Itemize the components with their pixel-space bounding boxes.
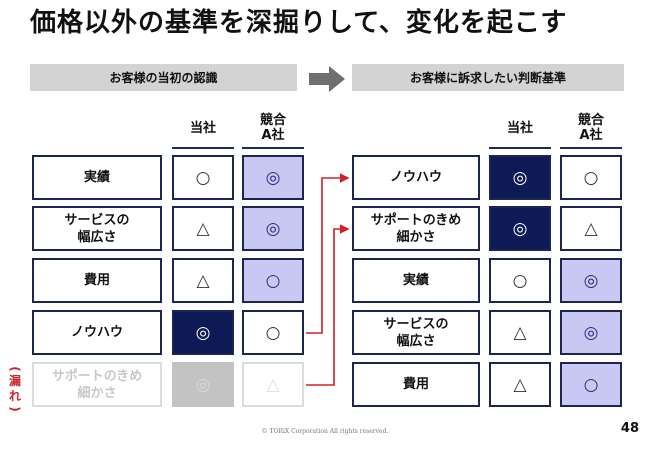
right-rival-underline bbox=[560, 147, 622, 149]
left-row-self-cell: ◎ bbox=[172, 310, 234, 355]
knowhow-connector-arrow bbox=[306, 173, 350, 334]
left-row-self-cell: △ bbox=[172, 258, 234, 303]
right-row-self-cell: △ bbox=[489, 362, 551, 407]
right-row-rival-cell: ◎ bbox=[560, 310, 622, 355]
left-row-rival-cell: ◎ bbox=[242, 206, 304, 251]
left-row-self-cell: △ bbox=[172, 206, 234, 251]
left-col-rival-header: 競合 A社 bbox=[242, 113, 304, 143]
left-rival-underline bbox=[242, 147, 304, 149]
right-row-self-cell: ○ bbox=[489, 258, 551, 303]
left-row-label-support-leaked: サポートのきめ細かさ bbox=[32, 362, 162, 407]
left-row-label-knowhow: ノウハウ bbox=[32, 310, 162, 355]
right-row-label-performance: 実績 bbox=[352, 258, 480, 303]
right-row-label-knowhow: ノウハウ bbox=[352, 155, 480, 200]
left-leaked-rival-cell: △ bbox=[242, 362, 304, 407]
right-section-header: お客様に訴求したい判断基準 bbox=[352, 64, 624, 91]
page-number: 48 bbox=[620, 421, 639, 436]
right-row-label-cost: 費用 bbox=[352, 362, 480, 407]
right-row-rival-cell: ◎ bbox=[560, 258, 622, 303]
left-row-label-performance: 実績 bbox=[32, 155, 162, 200]
right-row-rival-cell: △ bbox=[560, 206, 622, 251]
left-col-rival-line2: A社 bbox=[261, 128, 285, 143]
left-section-header: お客様の当初の認識 bbox=[30, 64, 297, 91]
left-self-underline bbox=[172, 147, 234, 149]
right-row-self-cell: ◎ bbox=[489, 206, 551, 251]
right-row-self-cell: ◎ bbox=[489, 155, 551, 200]
right-row-rival-cell: ○ bbox=[560, 362, 622, 407]
left-row-label-service-breadth: サービスの幅広さ bbox=[32, 206, 162, 251]
right-col-self-header: 当社 bbox=[506, 121, 533, 136]
left-row-self-cell: ○ bbox=[172, 155, 234, 200]
right-row-label-support: サポートのきめ細かさ bbox=[352, 206, 480, 251]
left-row-label-cost: 費用 bbox=[32, 258, 162, 303]
right-col-rival-line1: 競合 bbox=[577, 113, 604, 128]
left-col-rival-line1: 競合 bbox=[259, 113, 286, 128]
right-row-self-cell: △ bbox=[489, 310, 551, 355]
left-row-rival-cell: ○ bbox=[242, 258, 304, 303]
support-connector-arrow bbox=[306, 224, 350, 386]
page-title: 価格以外の基準を深掘りして、変化を起こす bbox=[30, 8, 568, 38]
left-row-rival-cell: ◎ bbox=[242, 155, 304, 200]
left-row-rival-cell: ○ bbox=[242, 310, 304, 355]
right-row-label-service-breadth: サービスの幅広さ bbox=[352, 310, 480, 355]
leak-tag: ( 漏 れ ) bbox=[8, 366, 22, 412]
right-col-rival-header: 競合 A社 bbox=[560, 113, 622, 143]
left-col-self-header: 当社 bbox=[189, 121, 216, 136]
right-self-underline bbox=[489, 147, 551, 149]
right-arrow-icon bbox=[309, 66, 345, 92]
right-col-rival-line2: A社 bbox=[579, 128, 603, 143]
left-leaked-self-cell: ◎ bbox=[172, 362, 234, 407]
copyright-footer: © TORiX Corporation All rights reserved. bbox=[261, 428, 389, 435]
right-row-rival-cell: ○ bbox=[560, 155, 622, 200]
